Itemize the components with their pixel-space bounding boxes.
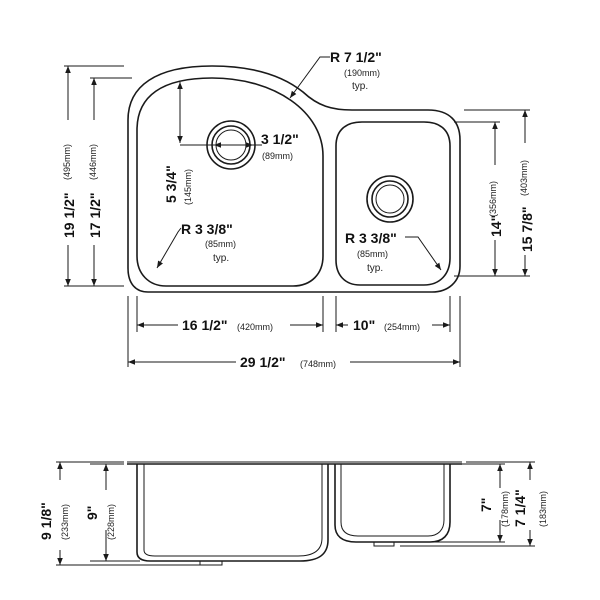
right-corner-radius-metric: (85mm) (357, 249, 388, 259)
right-bowl-depth-metric: (356mm) (488, 181, 498, 217)
left-bowl-height-metric: (228mm) (106, 504, 116, 540)
side-left-bowl (136, 464, 329, 562)
side-left-drain (199, 560, 223, 566)
side-right-bowl (334, 464, 451, 543)
side-right-drain (373, 541, 395, 547)
right-corner-radius-label: R 3 3/8" (345, 230, 397, 246)
left-bowl-width-label: 16 1/2" (182, 317, 228, 333)
right-bowl-outline (335, 121, 451, 286)
side-view: 9 1/8" (233mm) 9" (228mm) 7" (178mm) 7 1… (38, 461, 548, 566)
left-bowl-depth-label: 17 1/2" (87, 192, 103, 238)
overall-depth-label: 19 1/2" (61, 192, 77, 238)
drain-offset-label: 5 3/4" (163, 165, 179, 203)
top-view: 3 1/2" (89mm) 5 3/4" (145mm) R 7 1/2" (1… (61, 49, 535, 370)
top-radius-note: typ. (352, 81, 368, 92)
right-outer-depth-label: 15 7/8" (519, 206, 535, 252)
right-bowl-height-metric: (178mm) (500, 491, 510, 527)
drain-diameter-metric: (89mm) (262, 151, 293, 161)
left-corner-radius-label: R 3 3/8" (181, 221, 233, 237)
left-bowl-outline (136, 77, 324, 287)
right-bowl-depth-label: 14" (488, 215, 504, 237)
drain-offset-metric: (145mm) (183, 169, 193, 205)
top-radius-metric: (190mm) (344, 68, 380, 78)
right-overall-height-metric: (183mm) (538, 491, 548, 527)
right-drain-icon (366, 175, 414, 223)
top-radius-label: R 7 1/2" (330, 49, 382, 65)
left-corner-radius-note: typ. (213, 253, 229, 264)
right-overall-height-label: 7 1/4" (512, 489, 528, 527)
left-bowl-depth-metric: (446mm) (88, 144, 98, 180)
right-corner-radius-note: typ. (367, 263, 383, 274)
overall-depth-metric: (495mm) (62, 144, 72, 180)
overall-height-label: 9 1/8" (38, 502, 54, 540)
right-bowl-width-metric: (254mm) (384, 322, 420, 332)
right-bowl-height-label: 7" (478, 498, 494, 512)
overall-height-metric: (233mm) (60, 504, 70, 540)
right-outer-depth-metric: (403mm) (519, 160, 529, 196)
sink-outer-rim (127, 65, 461, 293)
drain-diameter-label: 3 1/2" (261, 131, 299, 147)
left-corner-radius-metric: (85mm) (205, 239, 236, 249)
overall-width-label: 29 1/2" (240, 354, 286, 370)
overall-width-metric: (748mm) (300, 359, 336, 369)
left-bowl-height-label: 9" (84, 506, 100, 520)
right-bowl-width-label: 10" (353, 317, 375, 333)
left-bowl-width-metric: (420mm) (237, 322, 273, 332)
